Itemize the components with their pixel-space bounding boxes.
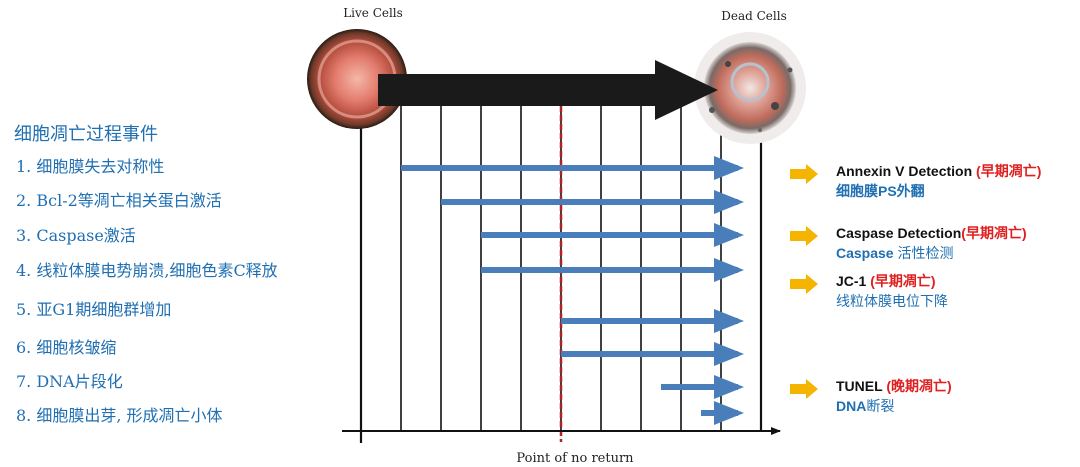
pointer-arrow-icon (790, 379, 818, 399)
detection-desc-bold: Caspase (836, 245, 894, 261)
progression-arrow (378, 60, 718, 120)
detection-stage: (晚期凋亡) (886, 378, 951, 394)
detection-stage: (早期凋亡) (976, 163, 1041, 179)
event-duration-arrows (401, 156, 744, 425)
detection-title: Annexin V Detection (早期凋亡) (836, 163, 1041, 179)
event-item: 3. Caspase激活 (16, 226, 136, 245)
detection-stage: (早期凋亡) (870, 273, 935, 289)
live-cells-label: Live Cells (343, 6, 403, 20)
event-item: 2. Bcl-2等凋亡相关蛋白激活 (16, 191, 222, 210)
event-item: 4. 线粒体膜电势崩溃,细胞色素C释放 (16, 261, 278, 280)
event-item: 6. 细胞核皱缩 (16, 338, 116, 357)
detection-stage: (早期凋亡) (961, 225, 1026, 241)
point-of-no-return-label: Point of no return (516, 451, 634, 466)
detection-methods: Annexin V Detection (早期凋亡) 细胞膜PS外翻 Caspase… (790, 163, 1041, 414)
detection-description: Caspase 活性检测 (836, 245, 953, 261)
events-title: 细胞凋亡过程事件 (14, 124, 158, 145)
detection-title: TUNEL (晚期凋亡) (836, 378, 952, 394)
detection-name: JC-1 (836, 273, 870, 289)
detection-desc-bold: DNA (836, 398, 866, 414)
event-list: 1. 细胞膜失去对称性 2. Bcl-2等凋亡相关蛋白激活 3. Caspase激活… (16, 157, 278, 425)
pointer-arrow-icon (790, 274, 818, 294)
detection-name: TUNEL (836, 378, 886, 394)
dead-cells-label: Dead Cells (721, 9, 787, 23)
detection-title: Caspase Detection(早期凋亡) (836, 225, 1027, 241)
detection-name: Annexin V Detection (836, 163, 976, 179)
pointer-arrow-icon (790, 226, 818, 246)
event-item: 7. DNA片段化 (16, 372, 123, 391)
detection-desc-plain: 活性检测 (894, 245, 954, 261)
detection-description: 细胞膜PS外翻 (836, 183, 925, 199)
event-item: 5. 亚G1期细胞群增加 (16, 300, 171, 319)
detection-name: Caspase Detection (836, 225, 961, 241)
event-item: 8. 细胞膜出芽, 形成凋亡小体 (16, 406, 223, 425)
detection-desc-plain: 断裂 (866, 398, 894, 414)
dead-cell-image (694, 32, 806, 144)
event-item: 1. 细胞膜失去对称性 (16, 157, 164, 176)
detection-description: DNA断裂 (836, 398, 894, 414)
pointer-arrow-icon (790, 164, 818, 184)
detection-description: 线粒体膜电位下降 (836, 293, 948, 309)
detection-desc-bold: 细胞膜PS外翻 (836, 183, 925, 199)
detection-desc-plain: 线粒体膜电位下降 (836, 293, 948, 309)
detection-title: JC-1 (早期凋亡) (836, 273, 936, 289)
